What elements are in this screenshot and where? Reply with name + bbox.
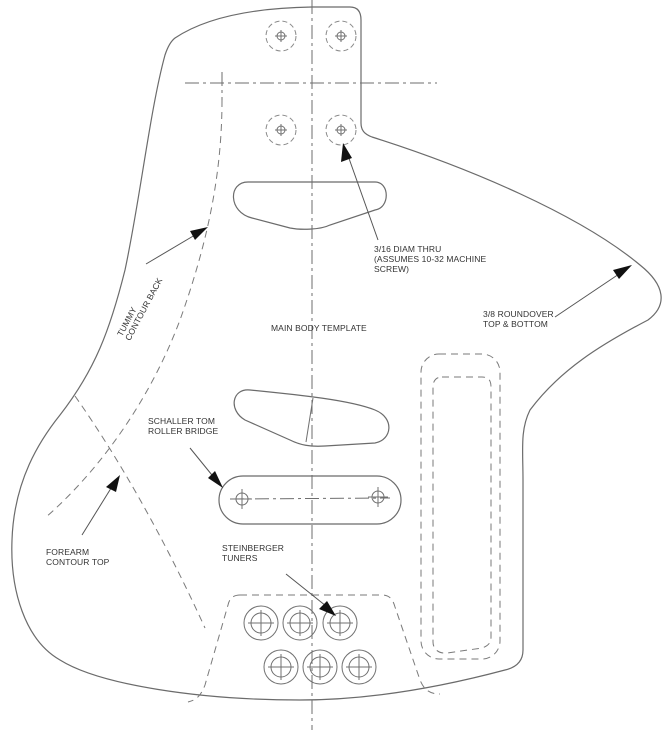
roundover-label-line2: TOP & BOTTOM [483, 319, 548, 329]
neck-pickup-cavity [232, 181, 387, 230]
body-outline [11, 6, 662, 701]
forearm-label-line2: CONTOUR TOP [46, 557, 110, 567]
bridge-slot [218, 475, 402, 525]
control-cavity-outer [420, 353, 501, 660]
tummy-arrowhead [190, 227, 208, 240]
tuners-label-line2: TUNERS [222, 553, 258, 563]
forearm-arrowhead [106, 475, 120, 492]
screw-hole-label-line2: (ASSUMES 10-32 MACHINE [374, 254, 486, 264]
screw-hole-label-line3: SCREW) [374, 264, 409, 274]
bridge-label-line1: SCHALLER TOM [148, 416, 215, 426]
tuners-label-line1: STEINBERGER [222, 543, 284, 553]
control-cavity-inner [432, 376, 492, 654]
bridge-arrowhead [208, 471, 223, 488]
tuners-leader [285, 573, 327, 607]
tummy-leader [145, 231, 201, 265]
roundover-label-line1: 3/8 ROUNDOVER [483, 309, 554, 319]
bridge-label-line2: ROLLER BRIDGE [148, 426, 218, 436]
bridge-post-hole [368, 487, 388, 507]
main-body-template-label: MAIN BODY TEMPLATE [271, 323, 367, 333]
bridge-centerline [229, 497, 391, 500]
tuner-hole [282, 605, 318, 641]
screw-hole-leader [345, 149, 379, 241]
tuner-hole [263, 649, 299, 685]
neck-screw-hole [265, 114, 297, 146]
pickup-center-mark [305, 397, 314, 443]
tuner-hole [341, 649, 377, 685]
roundover-leader [554, 269, 626, 318]
screw-hole-arrowhead [341, 143, 352, 162]
tuner-hole [302, 649, 338, 685]
bridge-pickup-cavity [233, 389, 390, 447]
forearm-label-line1: FOREARM [46, 547, 89, 557]
tummy-contour-line [44, 99, 223, 519]
tuner-hole [243, 605, 279, 641]
neck-screw-hole [325, 20, 357, 52]
tuner-hole [322, 605, 358, 641]
forearm-leader [81, 484, 114, 536]
forearm-contour-line [74, 395, 206, 629]
roundover-arrowhead [613, 265, 632, 279]
neck-screw-hole [325, 114, 357, 146]
bridge-post-hole [232, 489, 252, 509]
tuner-cavity [187, 594, 441, 703]
screw-hole-label-line1: 3/16 DIAM THRU [374, 244, 441, 254]
neck-screw-hole [265, 20, 297, 52]
tuners-arrowhead [319, 601, 336, 616]
